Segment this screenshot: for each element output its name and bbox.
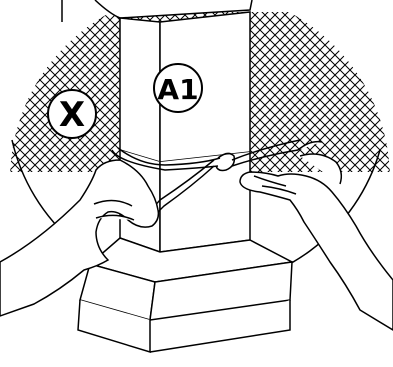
callout-a1: A1 (154, 64, 202, 112)
callout-a1-label: A1 (157, 73, 198, 106)
post-base (78, 238, 292, 352)
callout-x: X (48, 90, 96, 138)
callout-x-label: X (59, 95, 85, 135)
